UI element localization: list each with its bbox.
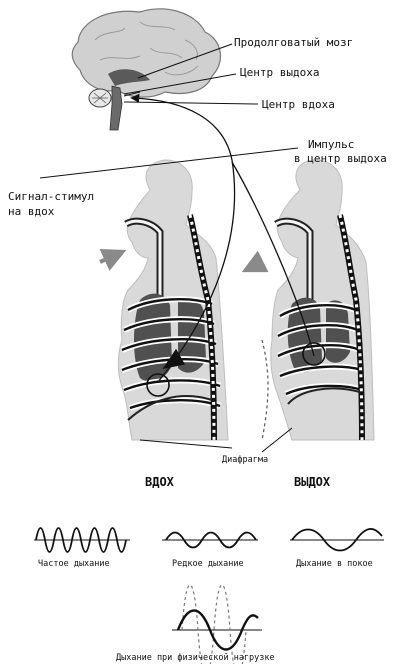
label-exhale-center: Центр выдоха [240, 66, 319, 79]
label-rest: Дыхание в покое [296, 559, 373, 569]
exhale-torso [246, 160, 374, 440]
label-impulse-line1: Импульс [308, 138, 354, 151]
inhale-torso [100, 160, 228, 440]
wave-rare [162, 533, 258, 548]
label-medulla: Продолговатый мозг [234, 36, 353, 49]
label-frequent: Частое дыхание [38, 559, 110, 569]
wave-frequent [34, 528, 130, 552]
wave-rest [290, 529, 384, 551]
label-exhale: ВЫДОХ [294, 475, 331, 489]
label-rare: Редкое дыхание [172, 559, 244, 569]
label-diaphragm: Диафрагма [222, 455, 268, 465]
label-inhale: ВДОХ [145, 475, 175, 489]
label-inhale-center: Центр вдоха [262, 98, 335, 111]
label-signal-line2: на вдох [8, 205, 55, 218]
label-exercise: Дыхание при физической нагрузке [116, 653, 275, 663]
label-signal-line1: Сигнал-стимул [8, 190, 94, 203]
brain-illustration [72, 9, 220, 130]
label-impulse-line2: в центр выдоха [294, 152, 387, 165]
